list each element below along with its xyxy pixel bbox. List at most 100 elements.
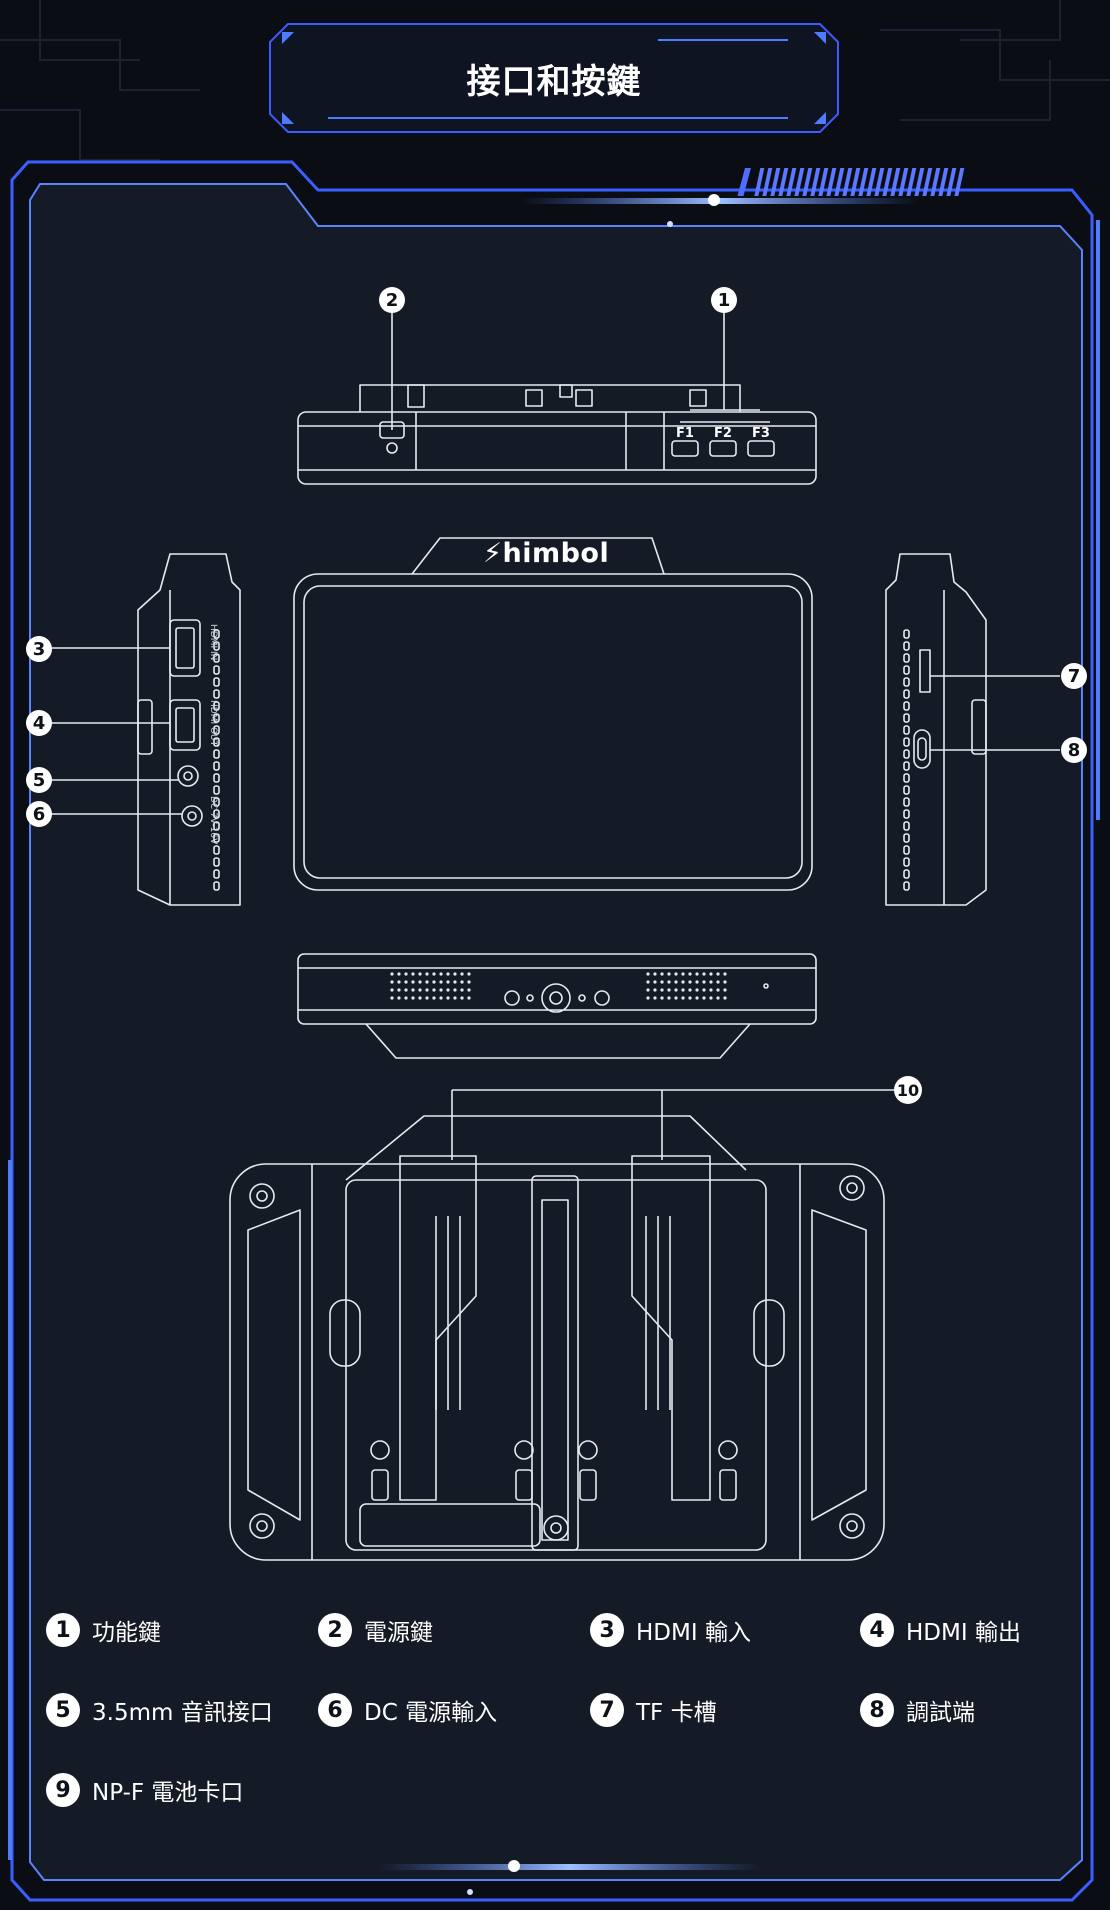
legend-num: 9 — [46, 1773, 80, 1807]
callout-2: 2 — [379, 287, 405, 313]
legend-item-3: 3 HDMI 輸入 — [590, 1610, 751, 1650]
speaker-hole — [439, 996, 443, 1000]
vent-slot — [213, 701, 220, 711]
legend-num: 8 — [860, 1693, 894, 1727]
vent-slot — [903, 737, 910, 747]
vent-slot — [213, 761, 220, 771]
speaker-hole — [653, 980, 657, 984]
speaker-hole — [646, 996, 650, 1000]
stripe — [946, 168, 957, 196]
speaker-hole — [709, 980, 713, 984]
stripe — [754, 168, 765, 196]
right-side-view — [885, 553, 987, 906]
speaker-hole — [432, 996, 436, 1000]
speaker-hole — [390, 996, 394, 1000]
speaker-hole — [646, 988, 650, 992]
speaker-hole — [702, 972, 706, 976]
speaker-hole — [453, 972, 457, 976]
speaker-hole — [674, 980, 678, 984]
hdmi-in-label: HDMI IN — [208, 624, 218, 661]
legend-num: 7 — [590, 1693, 624, 1727]
speaker-hole — [702, 980, 706, 984]
stripe — [930, 168, 941, 196]
stripe — [762, 168, 773, 196]
stripe — [850, 168, 861, 196]
vent-slot — [213, 725, 220, 735]
legend-item-6: 6 DC 電源輸入 — [318, 1690, 497, 1730]
speaker-hole — [390, 980, 394, 984]
vent-slot — [903, 629, 910, 639]
vent-slot — [903, 821, 910, 831]
legend-item-5: 5 3.5mm 音訊接口 — [46, 1690, 273, 1730]
speaker-hole — [460, 980, 464, 984]
speaker-hole — [723, 980, 727, 984]
speaker-hole — [688, 996, 692, 1000]
callout-3: 3 — [26, 636, 52, 662]
speaker-hole — [688, 980, 692, 984]
legend-label: TF 卡槽 — [636, 1700, 717, 1726]
speaker-hole — [667, 988, 671, 992]
speaker-hole — [695, 996, 699, 1000]
speaker-hole — [460, 996, 464, 1000]
speaker-hole — [660, 988, 664, 992]
title-banner: 接口和按鍵 — [268, 22, 840, 134]
speaker-hole — [667, 996, 671, 1000]
speaker-hole — [418, 996, 422, 1000]
legend-num: 6 — [318, 1693, 352, 1727]
vent-slot — [213, 797, 220, 807]
vent-slot — [903, 857, 910, 867]
speaker-hole — [432, 988, 436, 992]
speaker-hole — [418, 980, 422, 984]
vent-slot — [903, 665, 910, 675]
speaker-hole — [439, 972, 443, 976]
legend-label: 3.5mm 音訊接口 — [92, 1700, 273, 1726]
vent-slot — [213, 845, 220, 855]
legend-label: 功能鍵 — [92, 1620, 161, 1646]
speaker-hole — [723, 988, 727, 992]
callout-10: 10 — [894, 1076, 922, 1104]
speaker-hole — [660, 972, 664, 976]
speaker-hole — [688, 972, 692, 976]
vent-slot — [213, 857, 220, 867]
stripe — [898, 168, 909, 196]
speaker-hole — [418, 972, 422, 976]
legend-item-1: 1 功能鍵 — [46, 1610, 161, 1650]
speaker-hole — [453, 988, 457, 992]
speaker-hole — [425, 996, 429, 1000]
vent-slot — [213, 785, 220, 795]
legend-label: HDMI 輸出 — [906, 1620, 1021, 1646]
vent-slot — [213, 833, 220, 843]
vent-slot — [903, 653, 910, 663]
speaker-hole — [411, 980, 415, 984]
vent-slot — [213, 881, 220, 891]
vent-slot — [903, 833, 910, 843]
fkey-f3-label: F3 — [752, 426, 770, 441]
speaker-hole — [446, 972, 450, 976]
vent-slot — [903, 773, 910, 783]
stripe — [778, 168, 789, 196]
speaker-hole — [432, 980, 436, 984]
speaker-hole — [674, 988, 678, 992]
speaker-hole — [397, 988, 401, 992]
speaker-hole — [681, 980, 685, 984]
stripe — [890, 168, 901, 196]
vent-slot — [213, 629, 220, 639]
vent-slot — [213, 677, 220, 687]
legend-item-4: 4 HDMI 輸出 — [860, 1610, 1021, 1650]
speaker-hole — [681, 988, 685, 992]
speaker-hole — [695, 972, 699, 976]
speaker-hole — [453, 980, 457, 984]
vent-slot — [213, 773, 220, 783]
legend-num: 5 — [46, 1693, 80, 1727]
vent-slot — [903, 845, 910, 855]
legend-item-7: 7 TF 卡槽 — [590, 1690, 717, 1730]
speaker-hole — [425, 972, 429, 976]
speaker-hole — [460, 972, 464, 976]
stripe — [810, 168, 821, 196]
stripe — [874, 168, 885, 196]
vent-slot — [903, 701, 910, 711]
speaker-hole — [653, 972, 657, 976]
fkey-f2-label: F2 — [714, 426, 732, 441]
speaker-hole — [390, 972, 394, 976]
speaker-hole — [425, 988, 429, 992]
